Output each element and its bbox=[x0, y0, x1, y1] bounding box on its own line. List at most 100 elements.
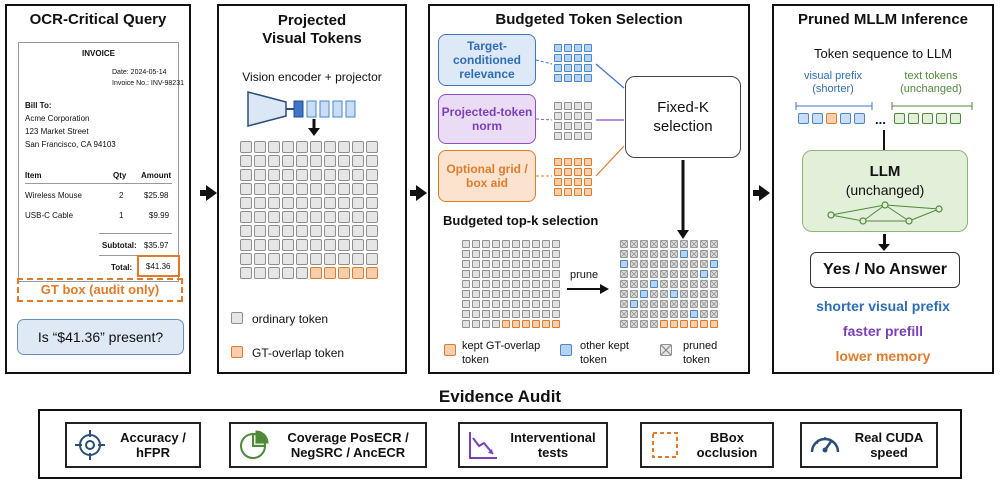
vision-encoder-icon bbox=[247, 91, 356, 136]
score-target-label: Target-conditioned relevance bbox=[453, 39, 521, 81]
audit-item-coverage: Coverage PosECR / NegSRC / AncECR bbox=[229, 422, 427, 468]
panel-title-line1: Projected bbox=[277, 12, 347, 29]
token bbox=[472, 300, 480, 308]
token bbox=[366, 141, 378, 153]
invoice-date: Date: 2024-05-14 bbox=[112, 69, 167, 76]
token bbox=[254, 267, 266, 279]
token bbox=[502, 250, 510, 258]
token bbox=[512, 250, 520, 258]
gt-overlap-token bbox=[690, 320, 698, 328]
token bbox=[296, 267, 308, 279]
legend-ordinary-label: ordinary token bbox=[252, 312, 329, 326]
pruned-token bbox=[670, 300, 678, 308]
audit-title: Evidence Audit bbox=[438, 387, 562, 406]
token bbox=[502, 310, 510, 318]
token bbox=[502, 280, 510, 288]
token bbox=[296, 239, 308, 251]
token bbox=[532, 240, 540, 248]
visual-prefix-tokens bbox=[798, 113, 865, 124]
token bbox=[282, 183, 294, 195]
token bbox=[324, 197, 336, 209]
token bbox=[482, 300, 490, 308]
token bbox=[542, 280, 550, 288]
gt-overlap-token bbox=[542, 320, 550, 328]
token bbox=[554, 44, 562, 52]
text-token-sequence bbox=[894, 113, 961, 124]
panel-title: Pruned MLLM Inference bbox=[797, 11, 969, 28]
token bbox=[254, 225, 266, 237]
token bbox=[564, 158, 572, 166]
gt-overlap-token bbox=[512, 320, 520, 328]
invoice-heading: INVOICE bbox=[82, 49, 115, 58]
token bbox=[512, 280, 520, 288]
visual-prefix-token bbox=[854, 113, 865, 124]
token bbox=[240, 169, 252, 181]
visual-prefix-token bbox=[826, 113, 837, 124]
token bbox=[268, 239, 280, 251]
token bbox=[324, 141, 336, 153]
token bbox=[352, 211, 364, 223]
token bbox=[522, 250, 530, 258]
token bbox=[472, 320, 480, 328]
token bbox=[532, 290, 540, 298]
token bbox=[574, 178, 582, 186]
column-header-amount: Amount bbox=[141, 171, 172, 180]
token bbox=[542, 270, 550, 278]
pruned-token bbox=[700, 300, 708, 308]
token bbox=[492, 270, 500, 278]
token bbox=[282, 211, 294, 223]
token bbox=[282, 267, 294, 279]
panel-pruned-inference: Pruned MLLM Inference Token sequence to … bbox=[772, 4, 994, 374]
gt-overlap-token bbox=[352, 267, 364, 279]
token bbox=[472, 290, 480, 298]
pruned-token bbox=[710, 290, 718, 298]
token bbox=[462, 270, 470, 278]
panel-ocr-query: OCR-Critical Query INVOICE Date: 2024-05… bbox=[5, 4, 191, 374]
audit-label: Coverage PosECR / NegSRC / AncECR bbox=[287, 430, 409, 460]
token bbox=[310, 197, 322, 209]
answer-box: Yes / No Answer bbox=[810, 252, 960, 288]
token bbox=[366, 225, 378, 237]
pruned-token bbox=[620, 250, 628, 258]
gt-overlap-token bbox=[338, 267, 350, 279]
token bbox=[296, 253, 308, 265]
token bbox=[584, 112, 592, 120]
token bbox=[324, 155, 336, 167]
text-tokens-label: text tokens (unchanged) bbox=[900, 70, 962, 95]
token bbox=[240, 211, 252, 223]
token bbox=[482, 260, 490, 268]
pruned-token bbox=[700, 250, 708, 258]
token bbox=[338, 253, 350, 265]
pruned-token bbox=[710, 280, 718, 288]
token bbox=[282, 141, 294, 153]
token bbox=[482, 250, 490, 258]
pruned-token bbox=[620, 270, 628, 278]
token bbox=[254, 197, 266, 209]
flow-arrow bbox=[410, 185, 427, 201]
token bbox=[240, 155, 252, 167]
token bbox=[554, 158, 562, 166]
token bbox=[574, 74, 582, 82]
token bbox=[462, 300, 470, 308]
token bbox=[522, 300, 530, 308]
token bbox=[268, 155, 280, 167]
pruned-token bbox=[670, 250, 678, 258]
token bbox=[482, 240, 490, 248]
audit-item-interventional: Interventional tests bbox=[458, 422, 608, 468]
token bbox=[472, 260, 480, 268]
pruned-token bbox=[620, 240, 628, 248]
subtotal-value: $35.97 bbox=[144, 241, 169, 250]
pruned-token bbox=[650, 300, 658, 308]
legend-other-kept-swatch bbox=[560, 344, 572, 356]
token bbox=[552, 300, 560, 308]
legend-ordinary-swatch bbox=[231, 312, 243, 324]
panel-budgeted-selection: Budgeted Token Selection Target-conditio… bbox=[428, 4, 750, 374]
pruned-token bbox=[700, 290, 708, 298]
token bbox=[352, 141, 364, 153]
token bbox=[552, 290, 560, 298]
pruned-token bbox=[660, 290, 668, 298]
pruned-token bbox=[710, 240, 718, 248]
pruned-token bbox=[690, 290, 698, 298]
fixed-k-selector: Fixed-K selection bbox=[625, 76, 741, 158]
benefit-lower-memory: lower memory bbox=[835, 348, 931, 364]
